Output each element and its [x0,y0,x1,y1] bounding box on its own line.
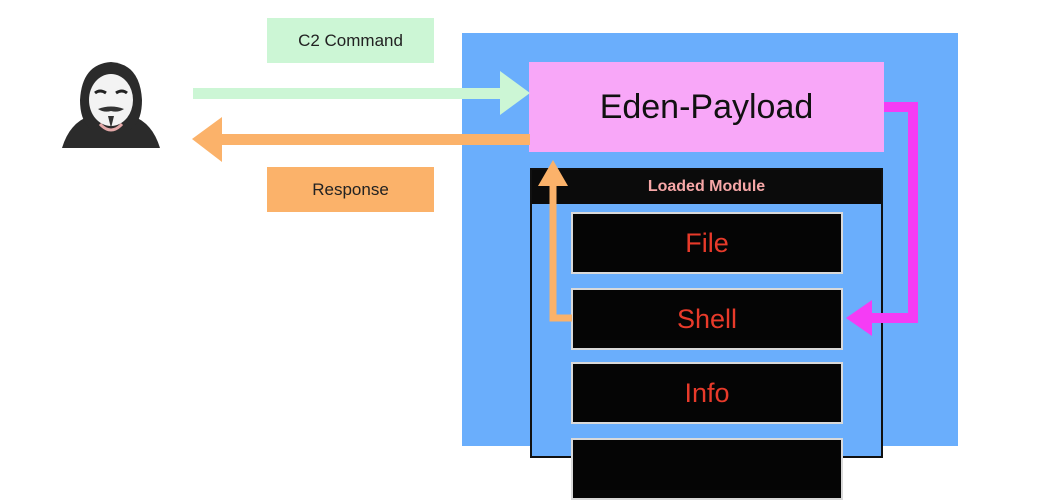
module-shell: Shell [571,288,843,350]
c2-command-label: C2 Command [267,18,434,63]
loaded-module-container: Loaded Module File Shell Info [530,168,883,500]
hooded-hacker-icon [62,62,160,148]
eden-payload-box: Eden-Payload [529,62,884,152]
module-file: File [571,212,843,274]
module-partial [571,438,843,500]
loaded-module-header: Loaded Module [532,170,881,204]
response-label: Response [267,167,434,212]
module-info: Info [571,362,843,424]
